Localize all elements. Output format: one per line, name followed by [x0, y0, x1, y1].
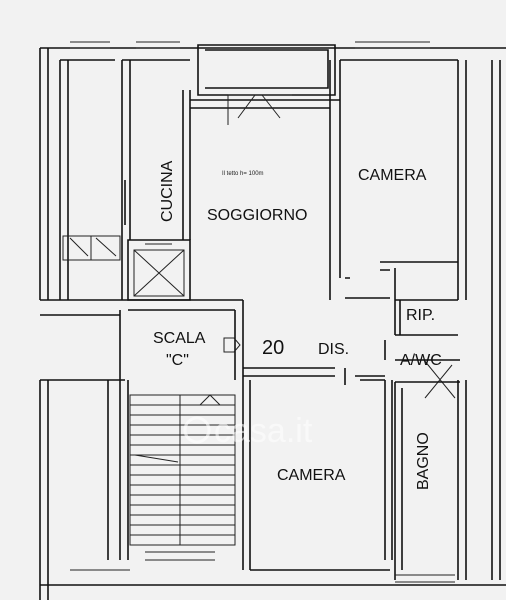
- room-label-scala: SCALA: [153, 330, 206, 347]
- room-label-cucina: CUCINA: [159, 160, 176, 222]
- room-label-bagno: BAGNO: [415, 432, 432, 490]
- watermark: casa.it: [183, 412, 313, 450]
- room-label-camera-top: CAMERA: [358, 167, 427, 184]
- room-label-camera-bottom: CAMERA: [277, 467, 346, 484]
- room-label-scala-c: "C": [166, 352, 189, 369]
- room-label-soggiorno: SOGGIORNO: [207, 207, 307, 224]
- room-label-wc: A/WC: [400, 352, 442, 369]
- walls: [39, 41, 506, 600]
- height-note: Il tetto h= 100m: [222, 171, 264, 177]
- room-label-rip: RIP.: [406, 307, 435, 324]
- watermark-text: casa.it: [214, 412, 313, 450]
- room-label-dis: DIS.: [318, 341, 349, 358]
- apartment-number: 20: [262, 337, 284, 359]
